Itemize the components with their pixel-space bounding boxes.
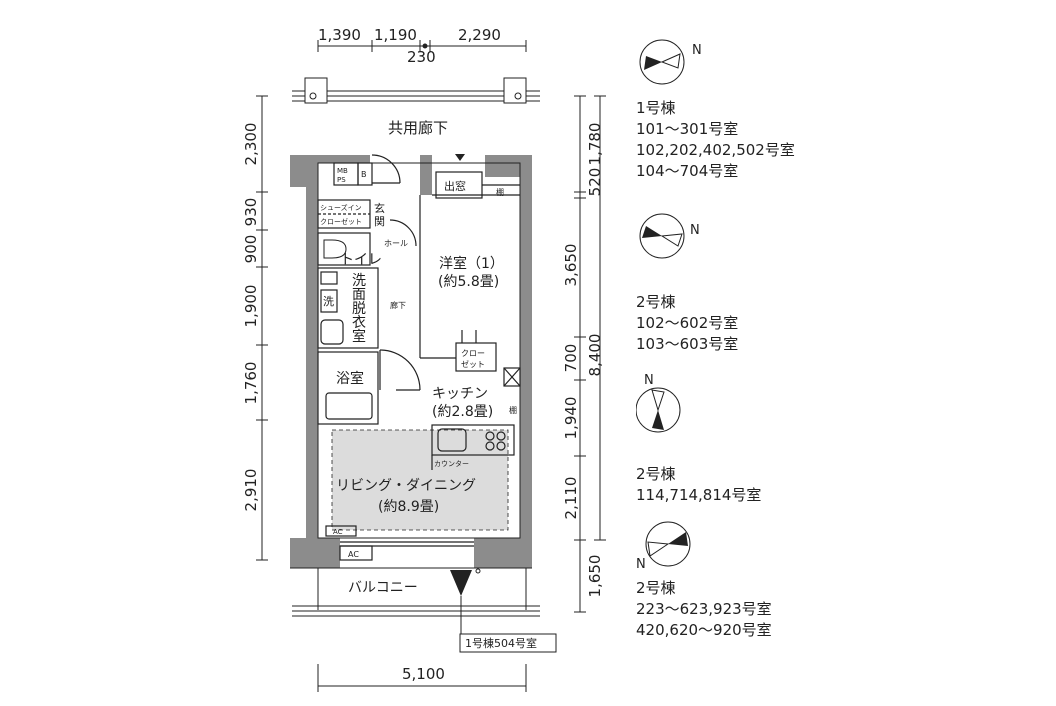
wash-char-1: 洗 [352,273,366,289]
hallway-label: 廊下 [390,300,406,310]
toilet-label: トイレ [340,252,382,268]
compass-n-4: N [636,557,646,572]
wall-outlines [317,162,521,539]
kitchen-name: キッチン [432,386,488,402]
corridor-label: 共用廊下 [388,119,448,137]
compass-4: N [636,521,691,572]
ac-label-1: AC [333,528,343,536]
compass-needle-1 [644,56,662,70]
counter-label: カウンター [434,459,469,468]
living-area: (約8.9畳) [378,499,439,515]
top-dimension [317,40,527,52]
shelf-label-2: 棚 [509,405,517,415]
building-info-4: 2号棟 223～623,923号室 420,620～920号室 [636,578,772,641]
wash-basin-label: 洗 [323,295,334,308]
wash-char-4: 衣 [352,315,366,331]
compass-n-1: N [692,43,702,58]
shoe-closet-label-2: クローゼット [320,217,362,226]
living-name: リビング・ダイニング [336,478,476,494]
right-dim-2: 520 [586,168,604,197]
building-3-line-2: 114,714,814号室 [636,486,762,504]
building-2-line-3: 103～603号室 [636,335,739,353]
building-info-1: 1号棟 101～301号室 102,202,402,502号室 104～704号… [636,98,795,182]
right-dim-8: 1,650 [586,555,604,598]
building-4-line-2: 223～623,923号室 [636,600,772,618]
bottom-dim: 5,100 [402,665,445,683]
western-room-area: (約5.8畳) [438,274,499,290]
building-2-line-1: 2号棟 [636,293,676,311]
partitions [317,154,521,561]
top-dim-1: 1,390 [318,26,361,44]
compass-2: N [639,213,700,259]
right-dim-labels: 1,780 520 3,650 700 8,400 1,940 2,110 1,… [562,123,604,598]
entry-marker [455,154,465,161]
left-dim-2: 930 [242,198,260,227]
right-dim-7: 2,110 [562,477,580,520]
left-dim-3: 900 [242,235,260,264]
western-room-name: 洋室（1） [439,255,504,272]
wash-char-3: 脱 [352,301,366,317]
left-dim-1: 2,300 [242,123,260,166]
building-1-line-2: 101～301号室 [636,120,739,138]
bottom-dimension [317,664,527,692]
balcony-label: バルコニー [348,580,418,596]
kitchen-area: (約2.8畳) [432,404,493,420]
entrance-char-1: 玄 [374,201,385,215]
mb-label: MB [337,167,348,175]
top-dim-3: 2,290 [458,26,501,44]
top-dim-4: 230 [407,48,436,66]
b-label: B [361,170,367,179]
left-dim-labels: 2,300 930 900 1,900 1,760 2,910 [242,123,260,512]
building-info-3: 2号棟 114,714,814号室 [636,464,761,506]
building-info-2: 2号棟 102～602号室 103～603号室 [636,292,738,355]
left-dimension [256,95,268,561]
right-dim-1: 1,780 [586,123,604,166]
compass-1: N [639,39,702,85]
bay-window-label: 出窓 [444,179,466,193]
balcony-rail [290,567,540,617]
building-4-line-3: 420,620～920号室 [636,621,772,639]
building-1-line-1: 1号棟 [636,99,676,117]
compass-needle-2 [642,226,662,238]
right-dim-6: 1,940 [562,397,580,440]
closet-label-2: ゼット [461,359,485,369]
left-dim-5: 1,760 [242,362,260,405]
shelf-label: 棚 [496,187,504,197]
right-dimension [574,95,606,613]
left-dim-6: 2,910 [242,469,260,512]
right-dim-4: 700 [562,344,580,373]
compass-needle-4 [668,532,688,546]
walls [290,155,532,568]
compass-n-3: N [644,373,654,388]
hall-label: ホール [384,239,408,248]
building-1-line-4: 104～704号室 [636,162,739,180]
outdoor-unit-marker [450,570,472,596]
toilet-fixture [323,239,347,259]
wash-char-2: 面 [352,287,366,303]
building-3-line-1: 2号棟 [636,465,676,483]
shoe-closet-label-1: シューズイン [320,203,362,212]
ac-label-2: AC [348,550,359,559]
compass-3: N [636,373,681,433]
compass-n-2: N [690,223,700,238]
top-dim-2: 1,190 [374,26,417,44]
building-4-line-1: 2号棟 [636,579,676,597]
unit-note-box [459,633,557,653]
left-dim-4: 1,900 [242,285,260,328]
right-dim-5: 8,400 [586,334,604,377]
building-1-line-3: 102,202,402,502号室 [636,141,795,159]
corridor-rail [292,77,540,104]
unit-note: 1号棟504号室 [465,636,537,650]
living-floor [332,430,508,530]
bath-label: 浴室 [336,370,364,387]
wash-char-5: 室 [352,328,366,345]
closet-label-1: クロー [461,349,485,358]
ps-label: PS [337,176,346,184]
entrance-char-2: 関 [374,215,385,228]
right-dim-3: 3,650 [562,244,580,287]
drain-icon [475,568,481,574]
building-2-line-2: 102～602号室 [636,314,739,332]
compass-needle-3 [652,410,664,430]
